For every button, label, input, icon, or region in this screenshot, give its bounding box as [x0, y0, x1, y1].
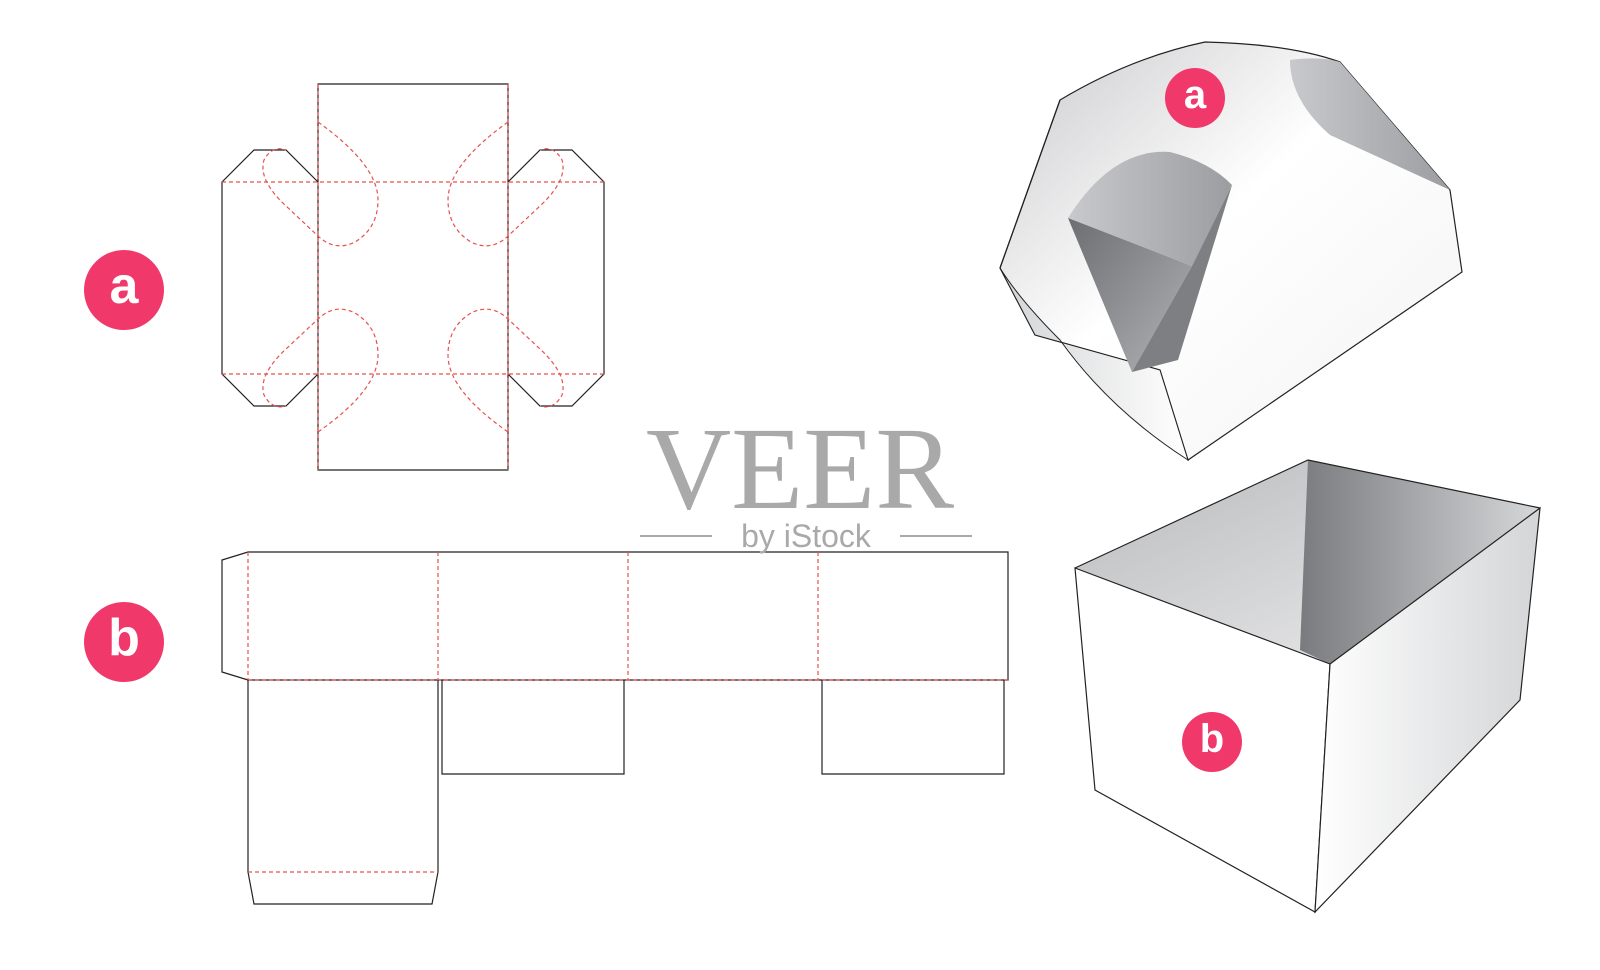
badge-a-left: a [84, 250, 164, 330]
badge-b-left-label: b [108, 609, 140, 667]
badge-a-left-label: a [110, 257, 140, 315]
badge-a-box: a [1165, 68, 1225, 128]
dieline-a [221, 83, 605, 471]
box-a-illustration [999, 41, 1463, 462]
watermark: VEER by iStock [640, 403, 972, 554]
badge-a-box-label: a [1184, 73, 1207, 117]
dieline-b [221, 551, 1009, 905]
box-b-illustration [1074, 459, 1541, 914]
watermark-sub: by iStock [741, 518, 872, 554]
badge-b-box: b [1182, 712, 1242, 772]
watermark-brand: VEER [646, 403, 954, 534]
badge-b-box-label: b [1200, 717, 1224, 761]
badge-b-left: b [84, 602, 164, 682]
